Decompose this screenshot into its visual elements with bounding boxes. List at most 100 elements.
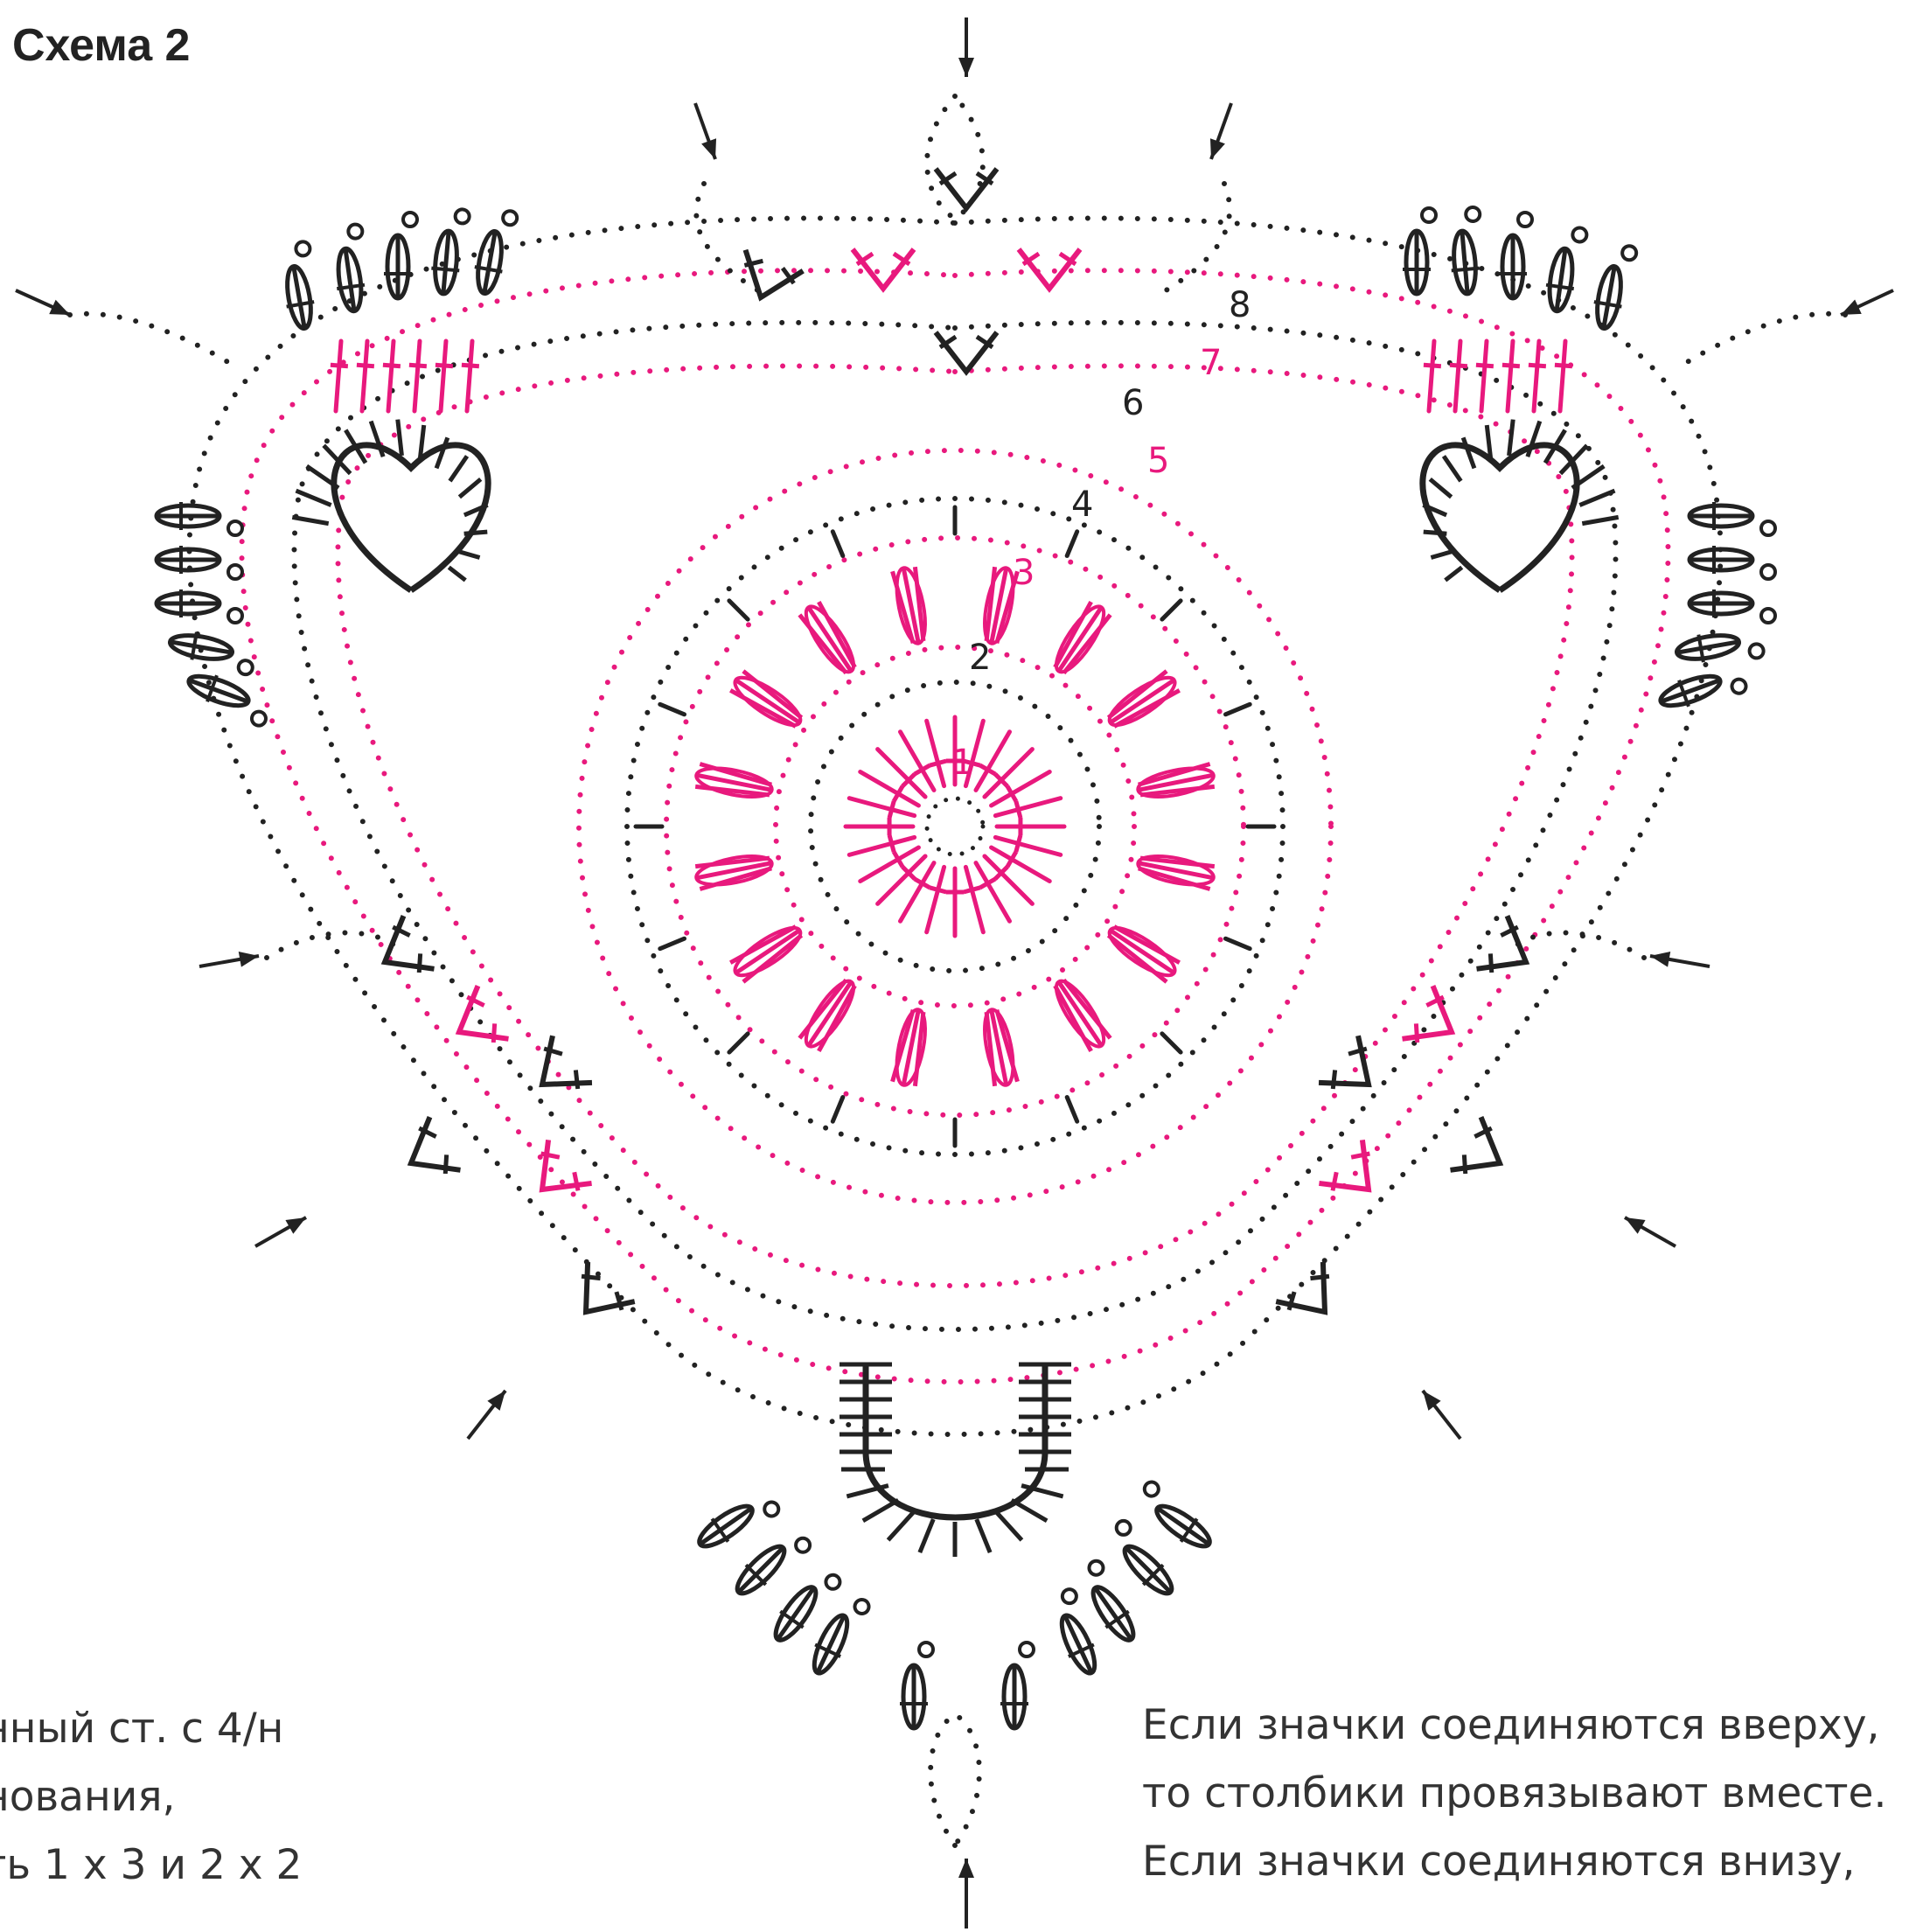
v-stitch <box>936 332 997 372</box>
cluster-icon <box>329 224 374 315</box>
stitch-cross <box>964 888 980 892</box>
picot-icon <box>295 241 311 257</box>
picot-icon <box>1761 609 1775 623</box>
arrow-icon <box>1841 290 1893 315</box>
arrow-icon <box>1423 1391 1460 1439</box>
round1-stitch <box>965 867 983 931</box>
round4-stitch <box>729 601 748 619</box>
stitch <box>436 437 448 468</box>
edge-loop <box>930 1714 979 1845</box>
stitch-cross <box>1016 801 1021 818</box>
picot-icon <box>228 521 242 535</box>
round4-stitch <box>833 532 842 556</box>
cluster-icon <box>1000 1643 1034 1730</box>
u-outline <box>866 1364 1045 1517</box>
arrow-icon <box>468 1391 505 1439</box>
double-crochet-icon <box>388 341 394 411</box>
cluster-icon <box>765 1561 842 1652</box>
double-crochet-icon <box>1455 341 1460 411</box>
round-number-label: 1 <box>951 743 973 783</box>
arrow-icon <box>199 952 259 967</box>
round4-stitch <box>660 938 685 948</box>
edge-loop <box>1679 314 1845 367</box>
v-stitch <box>1403 986 1467 1058</box>
v-stitch <box>936 169 997 208</box>
round1-stitch <box>849 837 914 854</box>
stitch <box>398 420 402 456</box>
arrow-icon <box>958 1859 974 1929</box>
round1-stitch <box>927 721 944 785</box>
stitch-cross <box>930 888 946 892</box>
arrow-icon <box>1210 103 1231 159</box>
stitch-cross <box>1424 365 1441 366</box>
cluster-icon <box>979 1008 1019 1088</box>
heart-motif <box>1423 420 1619 590</box>
cluster-icon <box>155 502 242 535</box>
stitch <box>888 1512 914 1540</box>
stitch-cross <box>1502 365 1520 366</box>
picot-icon <box>1060 1587 1078 1606</box>
cluster-icon <box>694 763 775 802</box>
stitch <box>1012 1500 1047 1521</box>
picot-icon <box>1761 565 1775 579</box>
stitch <box>371 422 383 457</box>
round4-stitch <box>833 1097 842 1121</box>
round4-chain-outer <box>627 499 1283 1154</box>
stitch-cross <box>1016 835 1021 852</box>
stitch <box>1444 457 1461 482</box>
edge-loop <box>696 184 770 297</box>
picot-icon <box>1518 213 1532 227</box>
cluster-icon <box>1446 206 1487 296</box>
cluster-icon <box>891 566 930 646</box>
stitch <box>1424 532 1447 534</box>
arrow-icon <box>958 17 974 77</box>
stitch <box>1579 491 1614 505</box>
center-ring <box>927 799 983 854</box>
v-stitch <box>1319 1036 1388 1108</box>
cluster-icon <box>1543 224 1588 315</box>
cluster-icon <box>384 213 417 300</box>
cluster-icon <box>1688 589 1775 623</box>
arrow-icon <box>1625 1217 1676 1246</box>
round-number-label: 7 <box>1200 343 1222 383</box>
cluster-icon <box>1136 851 1216 890</box>
stitch <box>449 568 465 581</box>
cluster-icon <box>155 546 242 579</box>
picot-icon <box>1621 245 1638 262</box>
picot-icon <box>403 213 417 227</box>
stitch-cross <box>462 365 479 366</box>
cluster-icon <box>1049 601 1111 679</box>
stitch <box>1446 568 1462 581</box>
stitch <box>1431 552 1452 558</box>
picot-icon <box>502 210 519 227</box>
picot-icon <box>237 659 254 676</box>
picot-icon <box>1142 1479 1161 1498</box>
round1-stitch <box>849 799 914 816</box>
stitch-cross <box>930 761 946 765</box>
round7-chain <box>294 323 1615 1329</box>
picot-icon <box>1730 677 1748 695</box>
stitch-cross <box>357 365 374 366</box>
picot-icon <box>823 1573 842 1592</box>
round8-chain <box>241 270 1668 1382</box>
cluster-icon <box>1136 763 1216 802</box>
round-number-label: 8 <box>1229 285 1251 325</box>
picot-icon <box>853 1597 871 1615</box>
picot-icon <box>1422 208 1436 222</box>
round4-stitch <box>1162 601 1181 619</box>
stitch <box>450 457 468 482</box>
u-motif <box>840 1364 1071 1557</box>
stitch-cross <box>889 835 894 852</box>
stitch <box>292 517 328 523</box>
stitch <box>459 479 480 497</box>
round1-stitch <box>995 799 1060 816</box>
cluster-icon <box>165 628 257 676</box>
legend-left: нный ст. с 4/н нования, ть 1 х 3 и 2 х 2 <box>0 1695 302 1900</box>
stitch <box>1463 437 1474 468</box>
round4-stitch <box>660 704 685 714</box>
round4-stitch <box>1067 532 1076 556</box>
stitch-cross <box>383 365 401 366</box>
stitch <box>296 491 331 505</box>
cluster-icon <box>1590 241 1638 333</box>
